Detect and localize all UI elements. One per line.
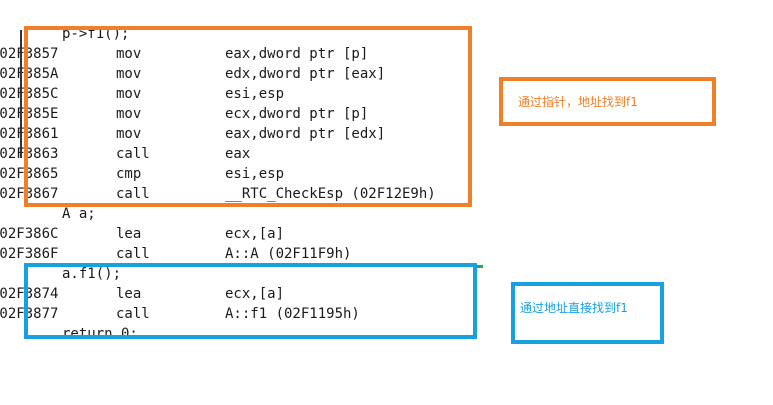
instruction-address: 002F3877	[0, 306, 59, 322]
instruction-address: 002F386C	[0, 226, 59, 242]
instruction-mnemonic: mov	[116, 66, 142, 82]
instruction-operand: edx,dword ptr [eax]	[225, 66, 386, 82]
source-line: A a;	[62, 206, 96, 222]
instruction-operand: ecx,dword ptr [p]	[225, 106, 369, 122]
instruction-operand: A::f1 (02F1195h)	[225, 306, 360, 322]
instruction-mnemonic: mov	[116, 46, 142, 62]
instruction-mnemonic: call	[116, 146, 150, 162]
direct-call-note: 通过地址直接找到f1	[511, 282, 664, 344]
instruction-mnemonic: call	[116, 186, 150, 202]
instruction-mnemonic: mov	[116, 86, 142, 102]
instruction-operand: eax,dword ptr [edx]	[225, 126, 386, 142]
instruction-address: 002F3865	[0, 166, 59, 182]
source-line: p->f1();	[62, 26, 130, 42]
instruction-operand: eax,dword ptr [p]	[225, 46, 369, 62]
instruction-mnemonic: lea	[116, 226, 142, 242]
instruction-address: 002F3863	[0, 146, 59, 162]
instruction-address: 002F3867	[0, 186, 59, 202]
instruction-address: 002F3874	[0, 286, 59, 302]
instruction-mnemonic: call	[116, 246, 150, 262]
instruction-operand: esi,esp	[225, 166, 285, 182]
instruction-operand: esi,esp	[225, 86, 285, 102]
instruction-mnemonic: mov	[116, 106, 142, 122]
instruction-mnemonic: lea	[116, 286, 142, 302]
instruction-mnemonic: call	[116, 306, 150, 322]
instruction-mnemonic: mov	[116, 126, 142, 142]
instruction-address: 002F385A	[0, 66, 59, 82]
instruction-operand: ecx,[a]	[225, 286, 285, 302]
instruction-address: 002F385E	[0, 106, 59, 122]
instruction-operand: __RTC_CheckEsp (02F12E9h)	[225, 186, 436, 202]
direct-call-note-text: 通过地址直接找到f1	[520, 301, 628, 315]
instruction-operand: A::A (02F11F9h)	[225, 246, 352, 262]
window-edge-line	[20, 30, 22, 158]
instruction-address: 002F385C	[0, 86, 59, 102]
pointer-call-note: 通过指针，地址找到f1	[499, 77, 716, 126]
instruction-operand: eax	[225, 146, 251, 162]
disassembly-view: p->f1(); 002F3857 mov eax,dword ptr [p] …	[0, 24, 476, 336]
instruction-address: 002F3857	[0, 46, 59, 62]
instruction-operand: ecx,[a]	[225, 226, 285, 242]
pointer-call-highlight-box	[24, 26, 472, 207]
instruction-mnemonic: cmp	[116, 166, 142, 182]
source-line: return 0;	[62, 326, 138, 336]
source-line: a.f1();	[62, 266, 122, 282]
direct-call-highlight-box	[24, 263, 477, 339]
pointer-call-note-text: 通过指针，地址找到f1	[518, 95, 638, 109]
instruction-address: 002F386F	[0, 246, 59, 262]
cursor-marker	[477, 265, 483, 268]
instruction-address: 002F3861	[0, 126, 59, 142]
